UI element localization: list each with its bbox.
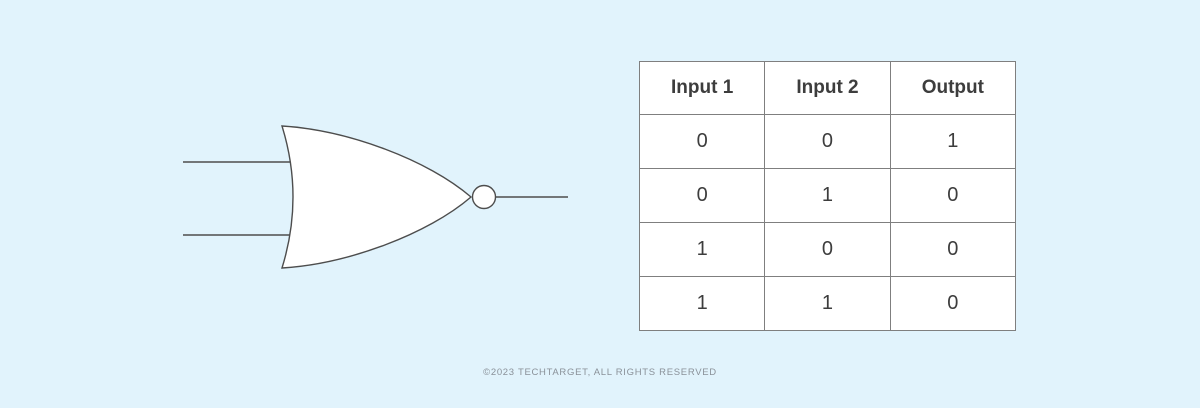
truth-table-header-row: Input 1 Input 2 Output: [638, 61, 1017, 115]
cell-input2: 1: [764, 276, 891, 331]
column-header-input2: Input 2: [764, 61, 891, 115]
cell-input1: 1: [638, 222, 766, 277]
cell-input2: 0: [764, 222, 891, 277]
table-row: 0 1 0: [638, 168, 1017, 223]
column-header-output: Output: [889, 61, 1017, 115]
table-row: 1 0 0: [638, 222, 1017, 277]
cell-input1: 0: [638, 114, 766, 169]
table-row: 1 1 0: [638, 276, 1017, 331]
table-row: 0 0 1: [638, 114, 1017, 169]
cell-input1: 1: [638, 276, 766, 331]
cell-output: 0: [889, 222, 1017, 277]
cell-output: 0: [889, 168, 1017, 223]
truth-table: Input 1 Input 2 Output 0 0 1 0 1 0 1 0 0…: [638, 61, 1017, 331]
cell-input1: 0: [638, 168, 766, 223]
inversion-bubble: [471, 184, 497, 210]
cell-input2: 0: [764, 114, 891, 169]
copyright-notice: ©2023 TECHTARGET, ALL RIGHTS RESERVED: [483, 367, 717, 378]
cell-output: 0: [889, 276, 1017, 331]
column-header-input1: Input 1: [638, 61, 766, 115]
cell-input2: 1: [764, 168, 891, 223]
cell-output: 1: [889, 114, 1017, 169]
nor-gate-symbol: [281, 125, 473, 269]
